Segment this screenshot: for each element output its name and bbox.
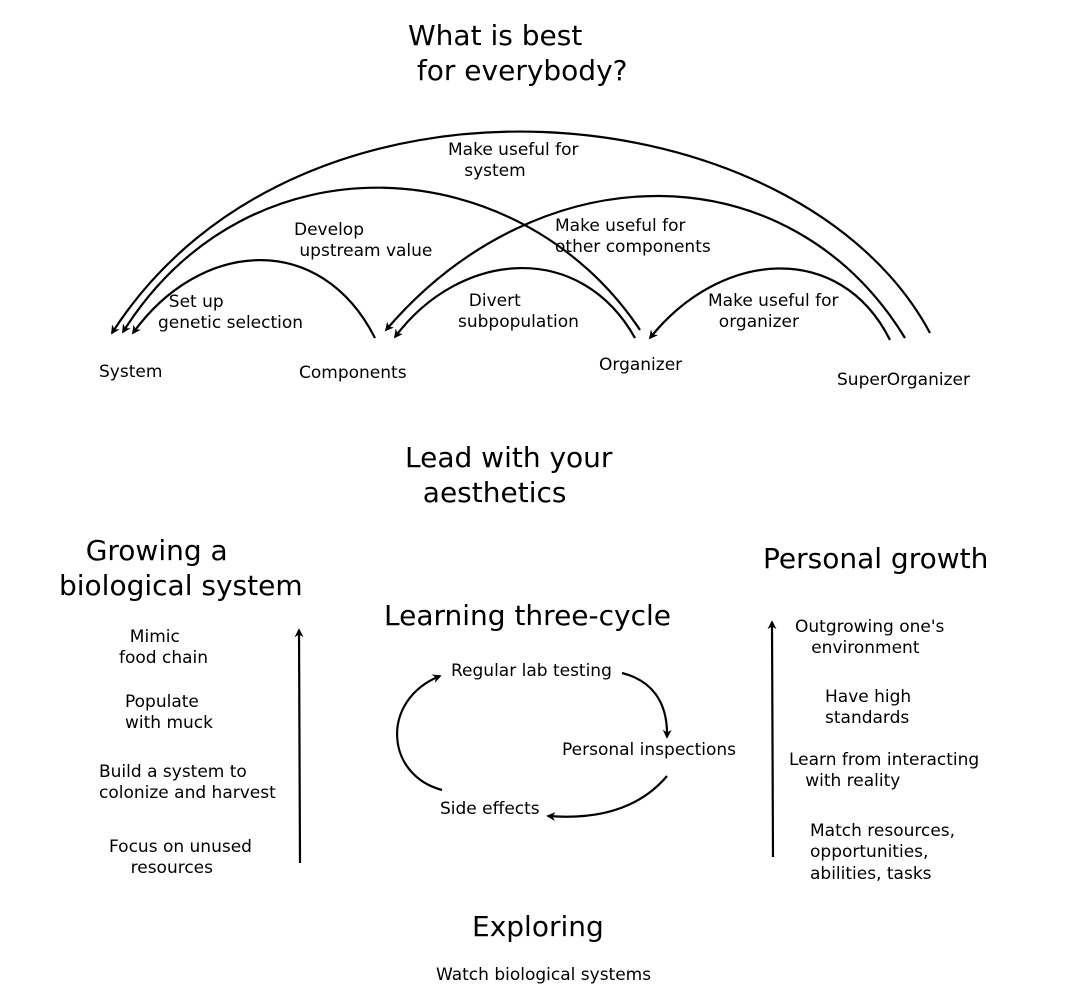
node-superorganizer: SuperOrganizer [837, 370, 970, 390]
arc-label-make-useful-system: Make useful for system [448, 140, 579, 182]
heading-left: Growing a biological system [59, 534, 303, 602]
left-list-item-1: Mimic food chain [119, 627, 209, 669]
node-organizer: Organizer [599, 355, 683, 375]
arc-label-make-useful-organizer: Make useful for organizer [708, 291, 839, 333]
right-list-item-2: Have high standards [825, 687, 912, 729]
arc-superorganizer-to-system [111, 130, 931, 335]
cycle-side-effects: Side effects [440, 799, 540, 819]
node-components: Components [299, 363, 407, 383]
left-list-item-2: Populate with muck [125, 692, 213, 734]
arc-superorganizer-to-organizer [648, 267, 891, 341]
cycle-personal-inspections: Personal inspections [562, 740, 737, 760]
heading-middle: Lead with your aesthetics [405, 441, 613, 509]
cycle-lab-testing: Regular lab testing [451, 661, 612, 681]
arc-label-make-useful-components: Make useful for other components [555, 216, 711, 258]
arc-components-to-system [131, 259, 376, 339]
right-list-item-3: Learn from interacting with reality [789, 750, 980, 792]
heading-bottom: Exploring [472, 910, 604, 943]
left-growth-arrow [294, 628, 304, 864]
right-list-item-4: Match resources, opportunities, abilitie… [810, 821, 956, 884]
arc-label-setup-genetic: Set up genetic selection [158, 292, 304, 334]
arc-organizer-to-system [122, 186, 641, 334]
heading-top: What is best for everybody? [408, 19, 628, 87]
cycle-arrow-lab-to-inspections [621, 671, 672, 739]
node-system: System [99, 362, 163, 382]
arc-label-divert-subpop: Divert subpopulation [458, 291, 579, 333]
right-list-item-1: Outgrowing one's environment [795, 617, 945, 659]
heading-right: Personal growth [763, 542, 989, 575]
arc-superorganizer-to-components [384, 194, 906, 339]
left-list-item-3: Build a system to colonize and harvest [99, 762, 276, 804]
heading-center: Learning three-cycle [384, 599, 671, 632]
arc-organizer-to-components [393, 267, 636, 339]
left-list-item-4: Focus on unused resources [109, 837, 252, 879]
cycle-arrow-side-effects-to-lab [396, 674, 443, 792]
footer-text: Watch biological systems [436, 965, 652, 985]
cycle-arrow-inspections-to-side-effects [546, 775, 668, 822]
right-growth-arrow [767, 620, 777, 858]
arc-label-develop-upstream: Develop upstream value [294, 220, 433, 262]
